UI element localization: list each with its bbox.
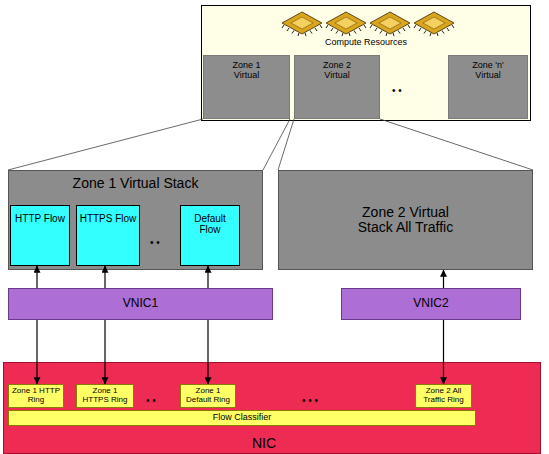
flow-box: HTTP Flow	[10, 205, 70, 266]
chip-icon	[326, 12, 366, 36]
node-text: HTTPS Flow	[80, 213, 137, 224]
node-text: Zone 'n' Virtual	[464, 61, 512, 81]
flow-arrow	[207, 266, 208, 384]
vnic-band: VNIC2	[341, 288, 521, 320]
node-text: Zone 2 All Traffic Ring	[418, 387, 469, 405]
compute-resources-box: Compute ResourcesZone 1 Virtual Zone 2 Vi…	[201, 5, 531, 121]
ring-box: Zone 1 HTTPS Ring	[76, 384, 134, 408]
box-ground	[9, 171, 263, 270]
box-ground	[4, 363, 541, 454]
node-text: Zone 1 Default Ring	[183, 387, 233, 405]
node-text: Zone 1 Virtual	[223, 61, 271, 81]
ring-box: Zone 1 HTTP Ring	[8, 384, 64, 408]
chip-icon	[282, 12, 322, 36]
box-ground	[279, 171, 533, 270]
zoom-line	[8, 119, 290, 170]
node-text: Zone 1 HTTP Ring	[11, 387, 61, 405]
node-text: HTTP Flow	[15, 213, 65, 224]
node-text: VNIC2	[413, 297, 448, 310]
node-text: Zone 1 HTTPS Ring	[79, 387, 131, 405]
ellipsis-label: • •	[146, 395, 156, 406]
ellipsis-label: • • •	[302, 395, 318, 406]
virtual-stack-box: Zone 2 Virtual Stack All Traffic	[278, 170, 533, 270]
box-ground	[202, 6, 531, 121]
zone-virtual-box: Zone 1 Virtual	[203, 55, 290, 119]
flow-arrow	[104, 266, 105, 384]
zone-virtual-box: Zone 2 Virtual	[294, 55, 380, 119]
zone-virtual-box: Zone 'n' Virtual	[448, 55, 528, 119]
ring-box: Zone 2 All Traffic Ring	[415, 384, 472, 408]
ellipsis-label: • •	[392, 85, 402, 96]
flow-arrow	[36, 266, 37, 384]
flow-box: Default Flow	[180, 205, 240, 266]
ring-box: Zone 1 Default Ring	[180, 384, 236, 408]
vnic-band: VNIC1	[8, 288, 273, 320]
flow-classifier-bar: Flow Classifier	[8, 410, 476, 426]
nic-box: NIC Zone 1 HTTP Ring Zone 1 HTTPS Ring Zone…	[3, 362, 541, 454]
node-text: Zone 1 Virtual Stack	[73, 176, 199, 191]
node-text: NIC	[252, 436, 276, 451]
node-text: VNIC1	[123, 297, 158, 310]
node-text: Flow Classifier	[213, 413, 272, 423]
ellipsis-label: • •	[150, 237, 160, 248]
flow-box: HTTPS Flow	[76, 205, 140, 266]
chip-icon	[414, 12, 454, 36]
node-text: Zone 2 Virtual Stack All Traffic	[353, 205, 458, 236]
node-text: Compute Resources	[325, 38, 407, 48]
node-text: Zone 2 Virtual	[313, 61, 361, 81]
chip-icon	[370, 12, 410, 36]
zoom-line	[278, 119, 533, 170]
node-text: Default Flow	[183, 213, 237, 235]
virtual-stack-box: Zone 1 Virtual StackHTTP Flow HTTPS Flow D…	[8, 170, 263, 270]
